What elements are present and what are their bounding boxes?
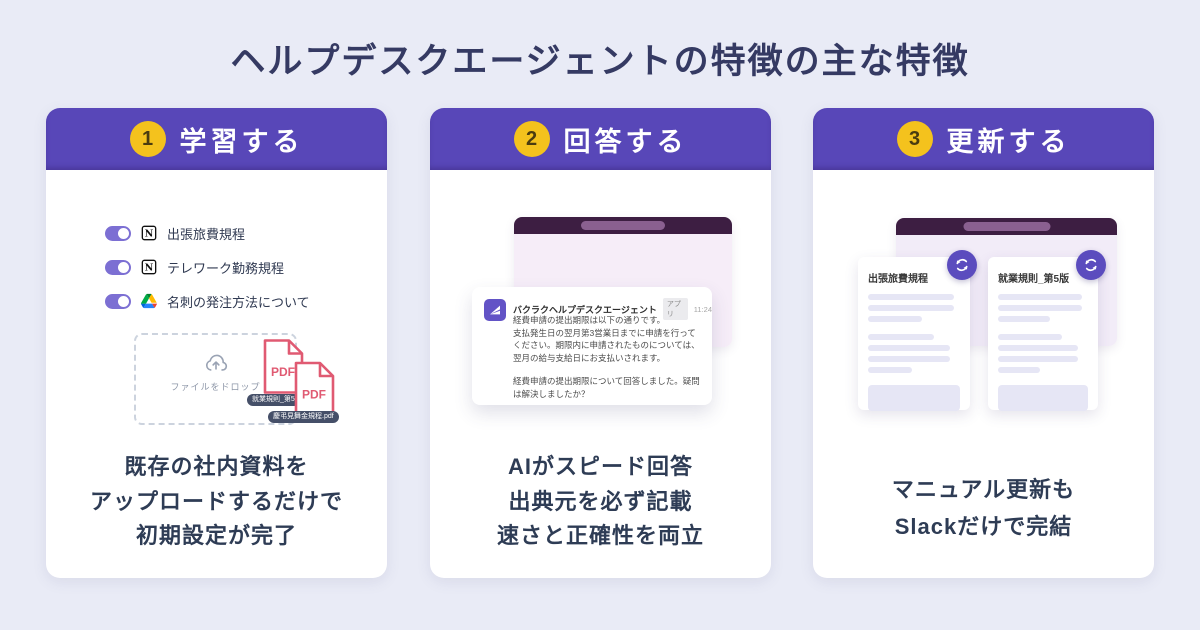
caption-line: Slackだけで完結 [894,514,1073,539]
caption-line: アップロードするだけで [89,488,343,514]
text-placeholder-bar [998,345,1078,351]
content-placeholder-block [868,385,960,411]
message-timestamp: 11:24 [693,304,712,314]
bakuraku-sail-icon [490,305,500,315]
toggle-switch-on[interactable] [105,225,131,241]
card-header-label: 更新する [946,126,1071,157]
toggle-switch-on[interactable] [105,259,131,275]
card-header-answer: 2 回答する [430,108,771,170]
feature-card-update: 3 更新する 出張旅費規程 就業規則_第5版 [813,108,1154,578]
toggle-switch-on[interactable] [105,293,131,309]
sender-name: バクラクヘルプデスクエージェント [513,304,657,315]
card-header-label: 学習する [179,126,304,157]
toggle-knob [118,261,129,273]
card-header-label: 回答する [563,126,688,157]
message-line: 経費申請の提出期限は以下の通りです。 [513,315,666,325]
step-number: 1 [141,127,154,150]
feature-card-learn: 1 学習する N 出張旅費規程 N テレワーク勤務規程 名刺の発注方法につ [46,108,387,578]
caption-line: マニュアル更新も [891,477,1076,502]
text-placeholder-bar [868,334,934,340]
agent-avatar [484,299,506,321]
text-placeholder-bar [868,356,950,362]
step-number: 2 [525,127,538,150]
feature-card-answer: 2 回答する バクラクヘルプデスクエージェント アプリ 11:24 [430,108,771,578]
text-placeholder-bar [868,367,912,373]
card-header-update: 3 更新する [813,108,1154,170]
toggle-knob [118,227,129,239]
card-caption: 既存の社内資料を アップロードするだけで 初期設定が完了 [46,450,387,554]
text-placeholder-bar [998,356,1078,362]
text-placeholder-bar [868,305,954,311]
window-address-pill [963,222,1050,231]
svg-text:N: N [145,263,154,274]
text-placeholder-bar [998,334,1062,340]
window-title-bar [896,218,1117,235]
cloud-upload-icon [205,354,227,371]
text-placeholder-bar [998,305,1082,311]
step-number-badge: 3 [896,121,933,157]
window-address-pill [581,221,665,230]
notion-icon: N [141,259,157,275]
text-placeholder-bar [868,316,922,322]
card-caption: AIがスピード回答 出典元を必ず記載 速さと正確性を両立 [430,450,771,554]
chat-message-card: バクラクヘルプデスクエージェント アプリ 11:24 経費申請の提出期限は以下の… [472,287,712,405]
pdf-type-label: PDF [302,388,326,402]
text-placeholder-bar [998,367,1040,373]
sync-button[interactable] [1076,250,1106,280]
card-header-learn: 1 学習する [46,108,387,170]
document-title: 出張旅費規程 [868,274,928,285]
message-text: 支払発生日の翌月第3営業日までに申請を行ってください。期限内に申請されたものにつ… [513,327,700,363]
source-label: テレワーク勤務規程 [167,260,285,276]
sync-arrows-icon [956,258,968,272]
page-title: ヘルプデスクエージェントの特徴の主な特徴 [230,42,970,81]
document-card: 出張旅費規程 [858,257,970,411]
text-placeholder-bar [868,345,950,351]
caption-line: 既存の社内資料を [124,454,309,479]
chat-message-header: バクラクヘルプデスクエージェント アプリ 11:24 [513,298,712,320]
step-number-badge: 2 [513,121,550,157]
document-card: 就業規則_第5版 [988,257,1098,411]
toggle-knob [118,295,129,307]
pdf-file-icon: PDF [294,361,335,417]
document-title: 就業規則_第5版 [998,274,1070,285]
file-name-badge: 慶弔見舞金規程.pdf [268,411,339,423]
source-row: N 出張旅費規程 [105,223,245,243]
source-row: 名刺の発注方法について [105,291,310,311]
sync-arrows-icon [1085,258,1097,272]
file-name-badge: 就業規則_第5 [247,394,300,406]
app-badge: アプリ [662,298,688,320]
card-caption: マニュアル更新も Slackだけで完結 [813,471,1154,545]
message-followup: 経費申請の提出期限について回答しました。疑問は解決しましたか？ [513,376,700,399]
step-number: 3 [908,127,921,150]
dropzone-label: ファイルをドロップ [170,382,261,392]
step-number-badge: 1 [129,121,166,157]
caption-line: AIがスピード回答 [507,454,693,479]
source-row: N テレワーク勤務規程 [105,257,284,277]
caption-line: 速さと正確性を両立 [496,523,704,548]
pdf-type-label: PDF [271,365,295,379]
content-placeholder-block [998,385,1088,411]
svg-text:N: N [145,229,154,240]
caption-line: 出典元を必ず記載 [508,488,693,514]
google-drive-icon [141,293,157,309]
caption-line: 初期設定が完了 [135,523,297,548]
text-placeholder-bar [998,294,1082,300]
text-placeholder-bar [868,294,954,300]
source-label: 出張旅費規程 [167,226,246,242]
source-label: 名刺の発注方法について [167,294,310,310]
sync-button[interactable] [947,250,977,280]
chat-message-body: 経費申請の提出期限は以下の通りです。 支払発生日の翌月第3営業日までに申請を行っ… [513,314,703,400]
window-title-bar [514,217,732,234]
text-placeholder-bar [998,316,1050,322]
notion-icon: N [141,225,157,241]
